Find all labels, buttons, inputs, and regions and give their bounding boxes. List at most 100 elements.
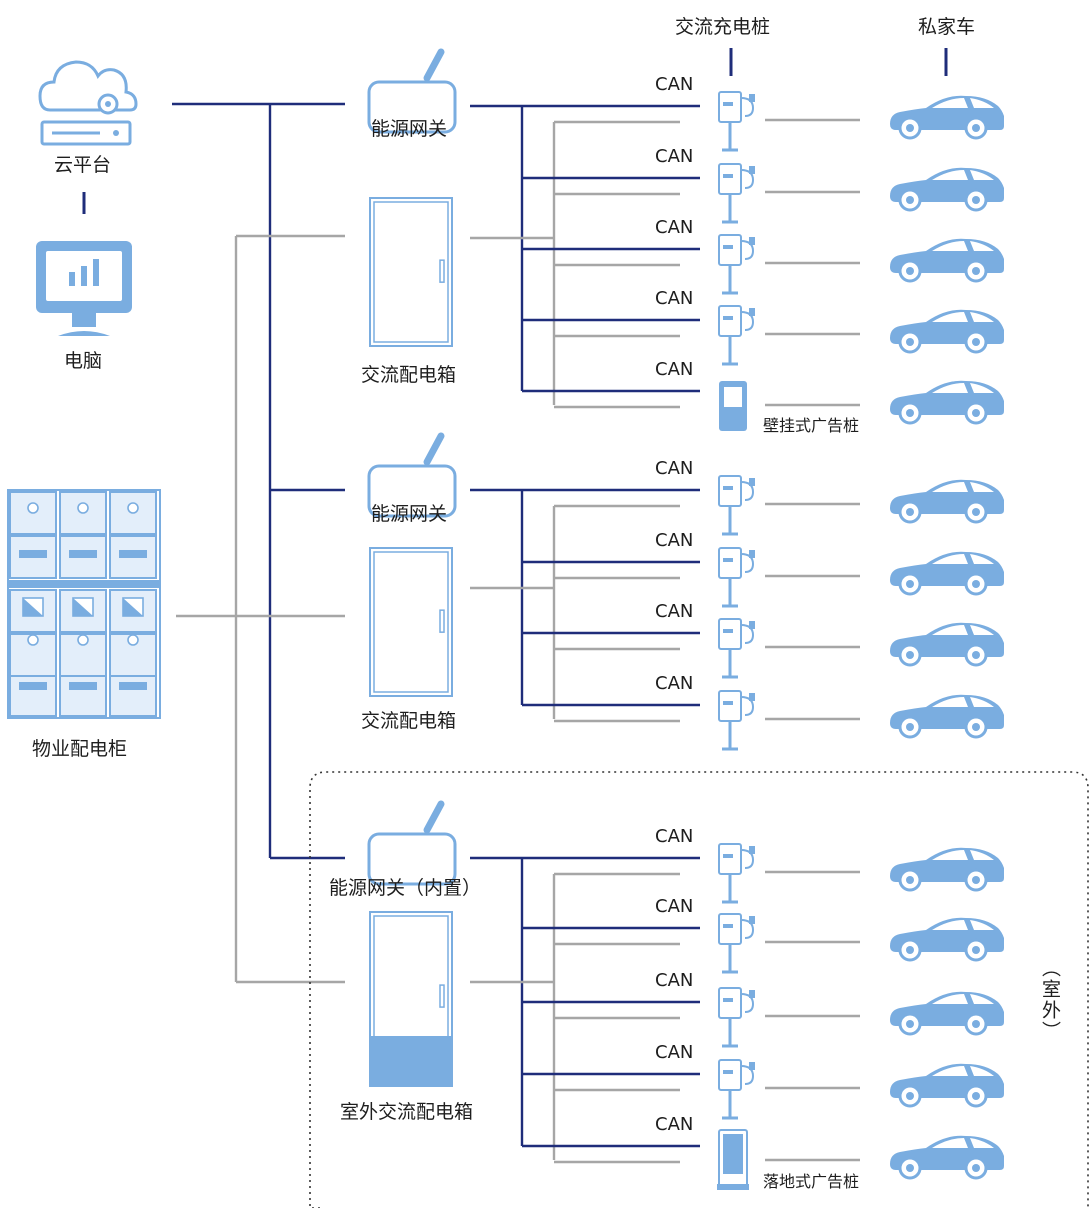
ac-box-1-label: 交流配电箱 [361,364,457,386]
ac-charging-pile-icon [718,690,755,751]
private-car-icon [890,1135,1004,1180]
private-car-icon [890,309,1004,354]
outdoor-area-label: （室外） [1039,958,1061,1042]
ac-charging-pile-icon [718,987,755,1048]
devices [7,48,1004,1190]
plug-icon [740,97,755,117]
cloud-platform-label: 云平台 [54,154,112,176]
can-bus-label: CAN [655,1114,694,1135]
bar-chart-icon [69,272,75,286]
header-car-label: 私家车 [918,16,976,38]
private-car-icon [890,991,1004,1036]
car-window [932,241,968,251]
private-car-icon [890,694,1004,739]
can-bus-label: CAN [655,970,694,991]
plug-icon [740,919,755,939]
ac-charging-pile-icon [718,843,755,904]
ac-charging-pile-icon [718,618,755,679]
ac-charging-pile-icon [718,475,755,536]
connection-lines [82,48,948,1164]
door-handle-icon [439,984,445,1008]
ac-charging-pile-icon [718,913,755,974]
outdoor-area-boundary [309,771,1089,1209]
ac-distribution-box-1-icon [369,197,453,347]
can-bus-label: CAN [655,673,694,694]
private-car-icon [890,622,1004,667]
car-window [932,1138,968,1148]
door-handle-icon [439,259,445,283]
private-car-icon [890,551,1004,596]
plug-icon [740,624,755,644]
can-bus-label: CAN [655,601,694,622]
energy-gateway-1-icon [367,48,457,134]
ac-distribution-box-2-icon [369,547,453,697]
wall-ad-pile-label: 壁挂式广告桩 [763,416,860,435]
antenna-icon [423,800,445,834]
cloud-platform-icon [38,60,138,146]
private-car-icon [890,238,1004,283]
gateway-1-label: 能源网关 [371,118,448,140]
header-charger-label: 交流充电桩 [675,16,771,38]
plug-icon [740,993,755,1013]
can-bus-label: CAN [655,896,694,917]
floor-standing-ad-pile-icon [717,1129,749,1190]
car-window [932,625,968,635]
can-bus-label: CAN [655,826,694,847]
ac-box-2-label: 交流配电箱 [361,710,457,732]
plug-icon [740,696,755,716]
property-distribution-cabinet-icon [7,489,161,719]
can-bus-label: CAN [655,217,694,238]
car-window [932,920,968,930]
private-car-icon [890,95,1004,140]
ac-charging-pile-icon [718,547,755,608]
can-bus-label: CAN [655,530,694,551]
car-window [932,482,968,492]
plug-icon [740,1065,755,1085]
plug-icon [740,553,755,573]
car-window [932,383,968,393]
private-car-icon [890,917,1004,962]
car-window [932,994,968,1004]
private-car-icon [890,847,1004,892]
private-car-icon [890,479,1004,524]
ac-distribution-box-3-icon [369,911,453,1087]
private-car-icon [890,380,1004,425]
wall-mounted-ad-pile-icon [719,381,747,431]
ac-charging-pile-icon [718,1059,755,1120]
gateway-builtin-label: 能源网关（内置） [329,877,482,899]
energy-gateway-2-icon [367,432,457,518]
door-handle-icon [439,609,445,633]
car-window [932,312,968,322]
antenna-icon [423,48,445,82]
property-cabinet-label: 物业配电柜 [32,738,128,760]
car-window [932,697,968,707]
car-window [932,1066,968,1076]
floor-ad-pile-label: 落地式广告桩 [763,1172,860,1191]
can-bus-label: CAN [655,458,694,479]
computer-monitor-icon [36,241,132,336]
plug-icon [740,240,755,260]
can-bus-label: CAN [655,359,694,380]
can-bus-label: CAN [655,146,694,167]
pc-label: 电脑 [64,350,103,372]
antenna-icon [423,432,445,466]
ac-charging-pile-icon [718,234,755,295]
ac-charging-pile-icon [718,163,755,224]
car-window [932,98,968,108]
car-window [932,554,968,564]
energy-gateway-3-icon [367,800,457,886]
gateway-2-label: 能源网关 [371,503,448,525]
can-bus-label: CAN [655,1042,694,1063]
plug-icon [740,311,755,331]
private-car-icon [890,1063,1004,1108]
ac-charging-pile-icon [718,305,755,366]
ac-charging-pile-icon [718,91,755,152]
car-window [932,850,968,860]
outdoor-ac-box-label: 室外交流配电箱 [340,1101,474,1123]
plug-icon [740,169,755,189]
private-car-icon [890,167,1004,212]
plug-icon [740,849,755,869]
can-bus-label: CAN [655,288,694,309]
